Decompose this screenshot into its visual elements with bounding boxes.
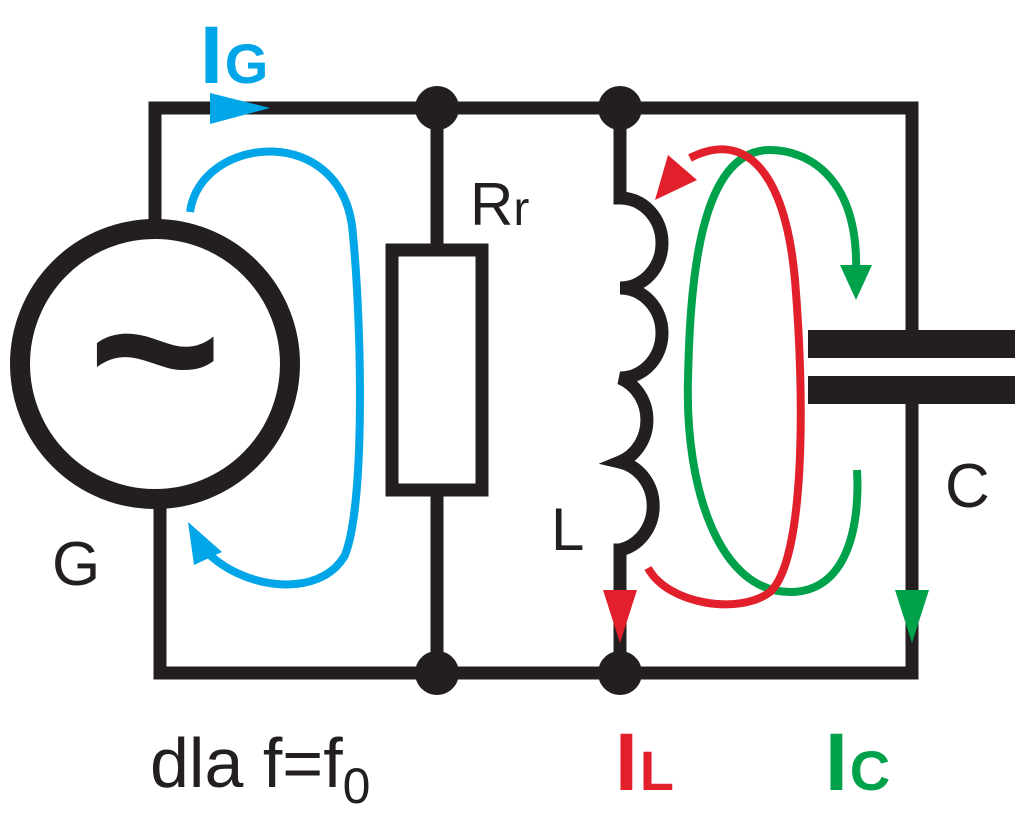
label-resistor: Rr — [470, 171, 529, 238]
junction-top-inductor — [598, 86, 642, 130]
generator-current-curve — [186, 147, 364, 589]
label-condition-sub: 0 — [343, 758, 371, 813]
label-inductor-current-main: I — [615, 717, 638, 808]
junction-top-resistor — [415, 86, 459, 130]
generator: ~ — [10, 219, 300, 509]
capacitor-current-loop-arrowhead — [840, 265, 872, 300]
generator-current-loop-arrowhead — [188, 522, 222, 565]
label-capacitor-current: IC — [825, 717, 890, 808]
label-capacitor-current-main: I — [825, 717, 848, 808]
label-condition: dla f=f0 — [150, 724, 370, 813]
generator-current-loop — [186, 93, 364, 589]
capacitor-current-arrow — [895, 590, 929, 643]
inductor-current-arrow — [603, 590, 637, 643]
junction-bottom-resistor — [415, 651, 459, 695]
label-generator: G — [52, 530, 100, 599]
generator-current-arrow — [210, 93, 270, 124]
label-resistor-sub: r — [513, 183, 529, 236]
capacitor-current-curve — [683, 145, 862, 597]
inductor-current-curve — [644, 145, 805, 609]
label-generator-current-sub: G — [225, 32, 269, 95]
junction-bottom-inductor — [598, 651, 642, 695]
resistor — [385, 243, 489, 497]
label-capacitor: C — [945, 452, 990, 521]
label-capacitor-current-sub: C — [850, 739, 890, 802]
inductor-current-loop — [603, 145, 805, 643]
generator-symbol: ~ — [88, 220, 222, 477]
label-inductor: L — [551, 496, 584, 563]
label-resistor-main: R — [470, 171, 513, 238]
inductor-current-loop-arrowhead — [655, 155, 697, 200]
inductor-coil — [598, 191, 669, 557]
label-generator-current: IG — [200, 10, 268, 101]
label-condition-main: dla f=f — [150, 724, 343, 802]
label-inductor-current-sub: L — [640, 739, 674, 802]
label-generator-current-main: I — [200, 10, 223, 101]
capacitor-plate-bottom — [808, 376, 1015, 404]
junctions — [415, 86, 642, 695]
capacitor-current-loop — [683, 145, 929, 643]
label-inductor-current: IL — [615, 717, 674, 808]
generator-circle — [10, 219, 300, 509]
capacitor — [808, 330, 1015, 404]
capacitor-plate-top — [808, 330, 1015, 358]
